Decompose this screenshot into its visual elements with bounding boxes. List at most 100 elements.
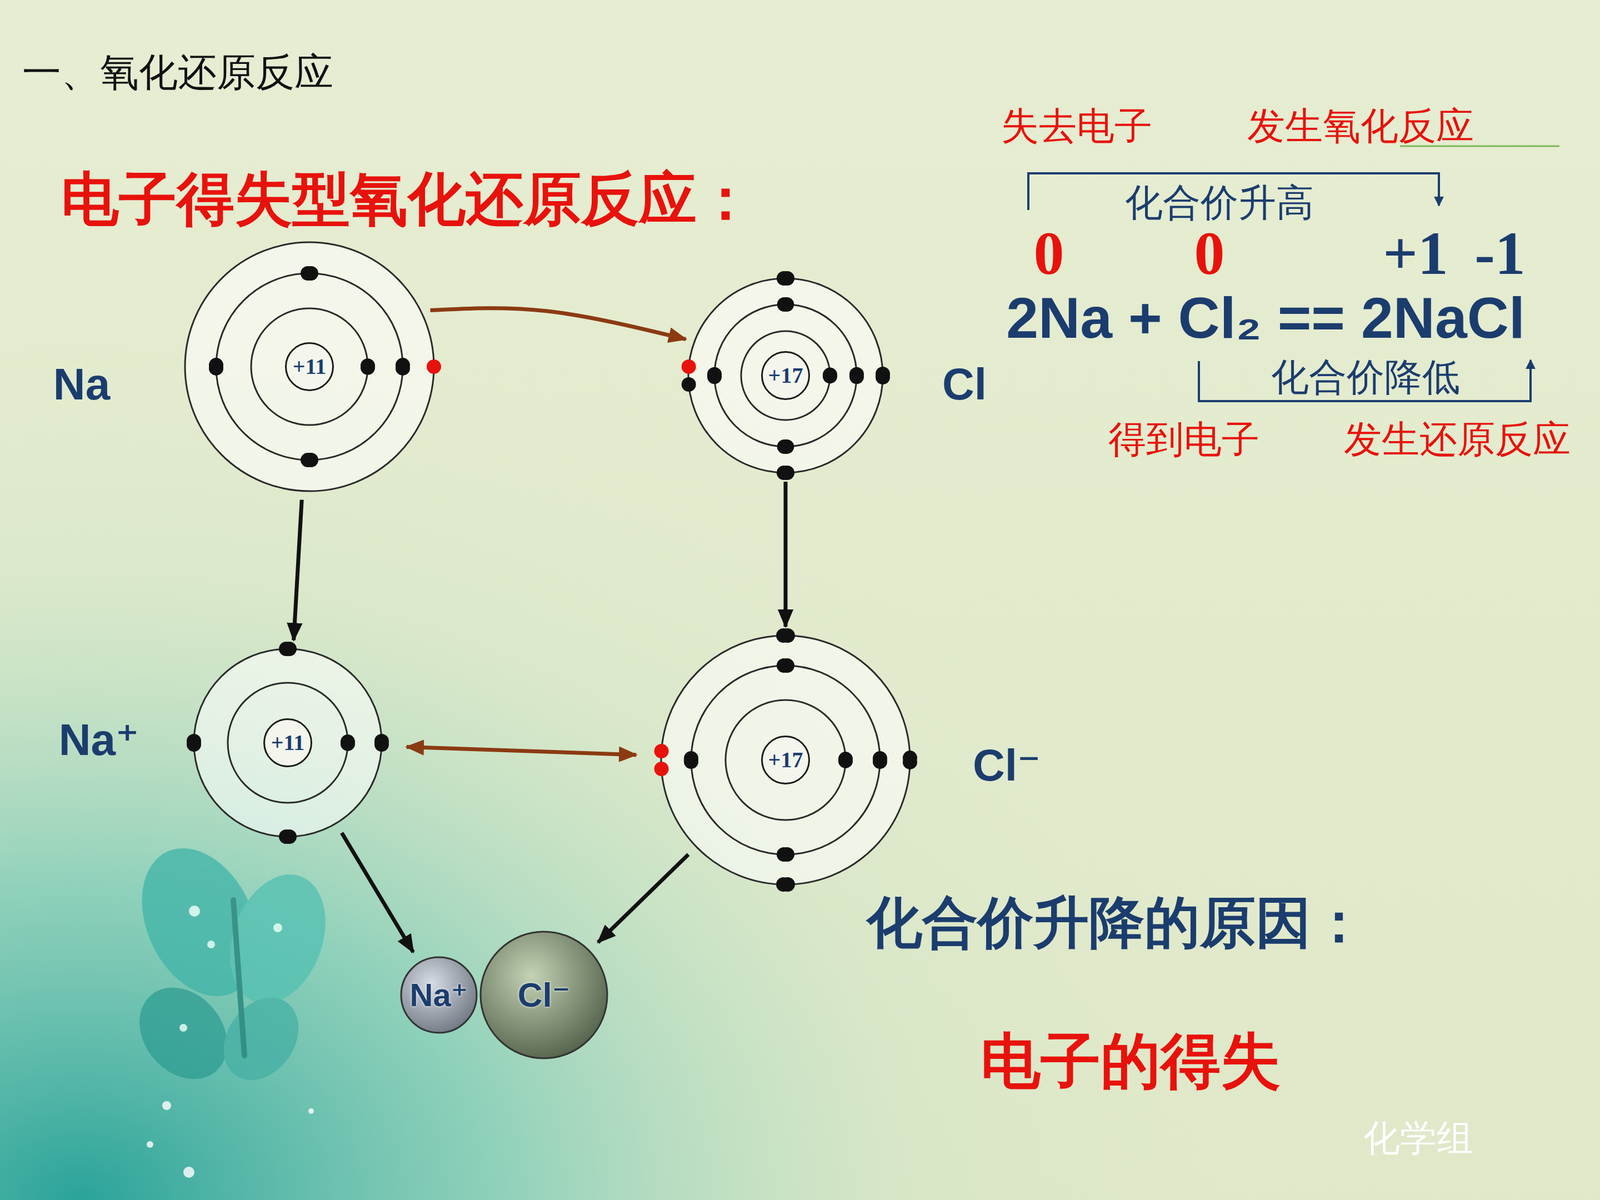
nucleus: +17 [761, 351, 810, 400]
title-holder: 电子得失型氧化还原反应： [61, 167, 755, 231]
electron [360, 360, 375, 375]
electron [779, 297, 794, 312]
electron [683, 751, 699, 766]
annotation: 发生氧化反应 [1247, 105, 1474, 147]
reaction-arrow [341, 832, 414, 953]
atom-model: Cl+17 [688, 278, 883, 473]
electron [872, 754, 888, 769]
nuclear-charge: +17 [768, 747, 804, 773]
electron [777, 439, 792, 454]
electron [654, 743, 669, 759]
label-holder: 失去电子 [1001, 105, 1153, 147]
atom-model: Cl⁻+17 [661, 635, 910, 885]
section-heading: 一、氧化还原反应 [22, 51, 334, 94]
label-holder: 化合价升降的原因： [866, 892, 1367, 954]
label-holder: 发生还原反应 [1343, 418, 1571, 460]
nuclear-charge: +11 [271, 730, 305, 755]
nucleus: +17 [761, 735, 810, 785]
label-holder: -1 [1474, 220, 1526, 288]
electron [780, 271, 795, 286]
electron [849, 369, 864, 384]
label-holder: Na⁺ [58, 715, 140, 765]
label-holder: 一、氧化还原反应 [22, 51, 334, 94]
label-holder: 发生氧化反应 [1247, 105, 1474, 147]
electron-shell [185, 242, 434, 492]
electron [822, 368, 838, 384]
oxidation-number: +1 [1382, 220, 1449, 288]
ion-ball: Na⁺ [400, 956, 478, 1034]
electron [340, 736, 355, 752]
label-holder: 化学组 [1363, 1117, 1474, 1159]
label-holder: Na [53, 360, 110, 409]
ion-symbol: Cl⁻ [517, 976, 571, 1014]
label-holder: Cl⁻ [972, 741, 1041, 790]
electron [186, 733, 202, 749]
ion-symbol: Na⁺ [410, 977, 469, 1013]
electron [278, 829, 294, 844]
atom-symbol: Na [53, 359, 110, 409]
atom-model: Na+11 [185, 242, 434, 492]
slide-title: 电子得失型氧化还原反应： [61, 167, 755, 231]
ion-ball: Cl⁻ [479, 930, 609, 1060]
watermark: 化学组 [1363, 1117, 1474, 1159]
reaction-arrow [783, 481, 788, 627]
electron [707, 367, 722, 382]
electron-shell [691, 665, 880, 855]
atom-symbol: Na⁺ [58, 715, 140, 765]
oxidation-number: 0 [1033, 220, 1065, 288]
oxidation-number: 0 [1194, 220, 1225, 288]
electron [838, 753, 853, 769]
electron [681, 377, 697, 392]
electron-shell [661, 635, 910, 885]
electron-shell [688, 278, 883, 473]
reaction-arrow [430, 308, 687, 340]
nucleus: +11 [263, 718, 313, 768]
annotation: 发生还原反应 [1343, 418, 1571, 460]
electron [282, 641, 297, 657]
electron-shell [741, 331, 830, 420]
electron [776, 877, 791, 892]
annotation: 失去电子 [1001, 105, 1153, 147]
label-holder: +1 [1382, 220, 1449, 288]
label-holder: Cl [942, 360, 987, 409]
electron [426, 359, 442, 374]
electron [902, 755, 918, 770]
electron-shell [193, 648, 382, 837]
electron [654, 761, 669, 777]
equation: 2Na + Cl₂ == 2NaCl [1006, 286, 1525, 350]
nuclear-charge: +17 [768, 363, 804, 388]
sparkles [146, 1101, 314, 1178]
label-holder: 0 [1033, 220, 1065, 288]
electron [395, 361, 410, 376]
electron [780, 658, 795, 673]
electron [780, 628, 795, 643]
atom-symbol: Cl⁻ [972, 740, 1041, 790]
electron [303, 266, 319, 281]
nuclear-charge: +11 [292, 354, 327, 379]
electron-shell [227, 682, 348, 803]
reaction-arrow [598, 854, 689, 943]
electron-shell [714, 304, 857, 447]
bracket-label: 化合价降低 [1271, 356, 1460, 398]
label-holder: 得到电子 [1108, 418, 1260, 460]
reaction-arrow [293, 500, 303, 641]
nucleus: +11 [285, 342, 334, 392]
reaction-arrow [406, 746, 637, 755]
label-holder: 0 [1194, 220, 1225, 288]
bracket-label: 化合价升高 [1125, 181, 1314, 224]
electron-shell [251, 308, 368, 425]
label-holder: 化合价降低 [1271, 356, 1460, 398]
butterfly [119, 829, 343, 1097]
label-holder: 电子的得失 [980, 1028, 1281, 1095]
question-text: 化合价升降的原因： [866, 892, 1367, 954]
atom-model: Na⁺+11 [193, 648, 382, 837]
oxidation-number: -1 [1474, 220, 1526, 288]
annotation: 得到电子 [1108, 418, 1260, 460]
electron [208, 357, 224, 373]
electron [300, 452, 315, 468]
answer-text: 电子的得失 [980, 1028, 1281, 1095]
electron [776, 847, 792, 862]
electron-shell [725, 700, 846, 820]
electron [374, 737, 389, 752]
